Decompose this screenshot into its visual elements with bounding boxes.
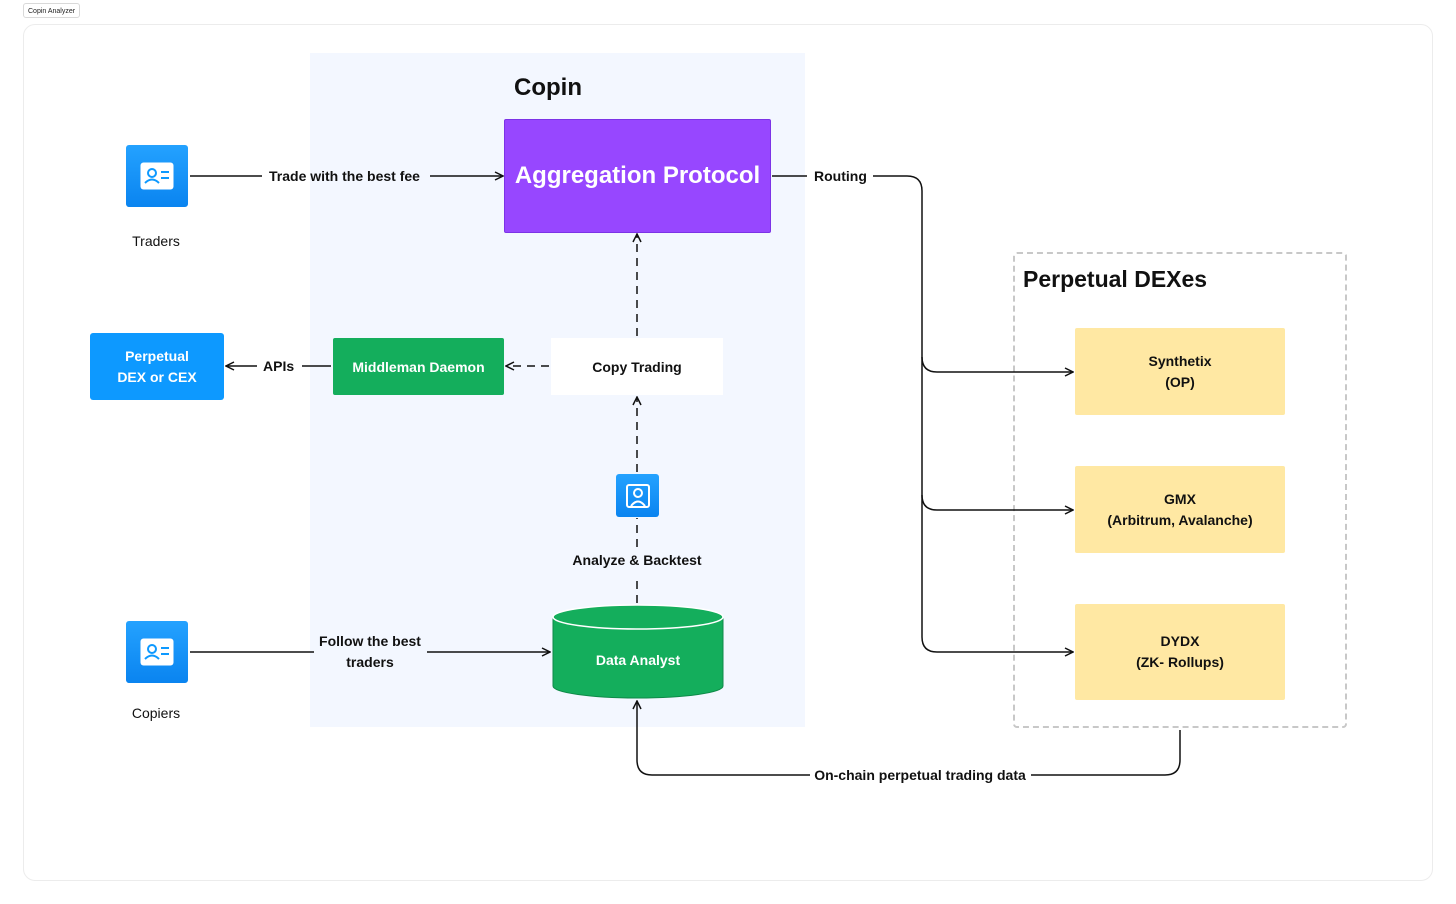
perpetual-dex-cex-node[interactable]: Perpetual DEX or CEX xyxy=(90,333,224,400)
edge-label-apis: APIs xyxy=(263,358,295,374)
dydx-node[interactable]: DYDX (ZK- Rollups) xyxy=(1075,604,1285,700)
edge-label-trade-best-fee: Trade with the best fee xyxy=(269,168,420,184)
middleman-daemon-node[interactable]: Middleman Daemon xyxy=(333,338,504,395)
edge-label-onchain-data: On-chain perpetual trading data xyxy=(814,767,1026,783)
data-analyst-cylinder xyxy=(552,604,724,699)
edge-routing-gmx xyxy=(921,494,1073,510)
tab-copin-analyzer[interactable]: Copin Analyzer xyxy=(23,3,81,18)
edge-label-analyze-backtest: Analyze & Backtest xyxy=(572,552,702,568)
traders-contact-card-icon xyxy=(126,145,188,207)
copy-trading-node[interactable]: Copy Trading xyxy=(551,338,723,395)
data-analyst-node[interactable]: Data Analyst xyxy=(595,652,681,668)
edge-label-follow-best-traders: Follow the best traders xyxy=(319,633,421,670)
edge-dex-to-data xyxy=(637,701,1181,776)
edge-label-routing: Routing xyxy=(814,168,867,184)
analyst-user-portrait-icon xyxy=(616,474,659,517)
perpetual-dexes-group xyxy=(1013,252,1347,728)
copiers-label: Copiers xyxy=(131,705,181,721)
perpetual-dexes-title: Perpetual DEXes xyxy=(1023,266,1208,292)
copin-title: Copin xyxy=(514,74,582,101)
gmx-node[interactable]: GMX (Arbitrum, Avalanche) xyxy=(1075,466,1285,553)
copiers-contact-card-icon xyxy=(126,621,188,683)
synthetix-node[interactable]: Synthetix (OP) xyxy=(1075,328,1285,415)
traders-label: Traders xyxy=(132,233,180,249)
aggregation-protocol-node[interactable]: Aggregation Protocol xyxy=(504,119,771,233)
edge-routing-synthetix xyxy=(921,356,1073,372)
edge-aggregation-routing xyxy=(772,175,1073,652)
